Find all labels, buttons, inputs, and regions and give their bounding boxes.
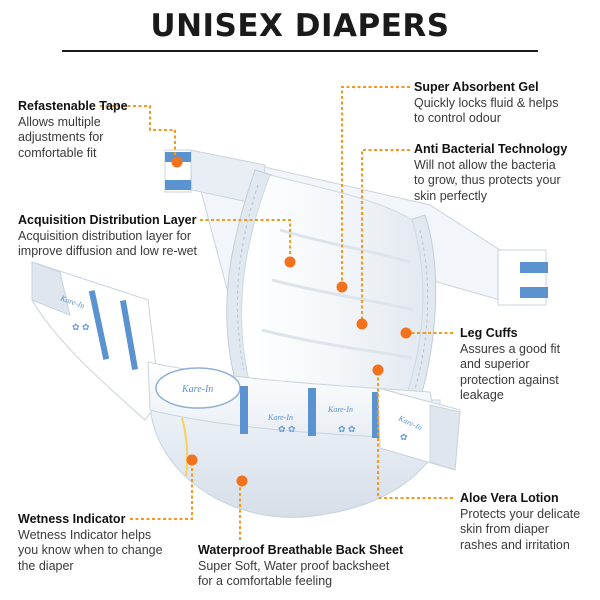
marker-dot bbox=[372, 364, 384, 376]
brand-text-front: Kare-In bbox=[181, 384, 213, 395]
flower-pattern-icon: ✿ bbox=[400, 432, 408, 442]
leader-lines bbox=[100, 86, 453, 540]
right-side-wing bbox=[377, 387, 461, 471]
brand-text-band-2: Kare-In bbox=[267, 413, 293, 422]
callout-description: Protects your delicate skin from diaper … bbox=[460, 506, 581, 552]
callout-acquisition-distribution-layer: Acquisition Distribution Layer Acquisiti… bbox=[18, 213, 197, 260]
marker-dot bbox=[186, 454, 198, 466]
page-title: UNISEX DIAPERS bbox=[150, 8, 450, 44]
title-underline bbox=[62, 50, 538, 52]
callout-heading: Anti Bacterial Technology bbox=[414, 142, 568, 156]
leader-super-absorbent-gel bbox=[341, 86, 410, 287]
callout-heading: Super Absorbent Gel bbox=[414, 80, 539, 94]
flower-pattern-icon: ✿ ✿ bbox=[338, 424, 356, 434]
callout-aloe-vera-lotion: Aloe Vera Lotion Protects your delicate … bbox=[460, 491, 580, 553]
marker-dot bbox=[356, 318, 368, 330]
marker-dot bbox=[171, 156, 183, 168]
callout-description: Super Soft, Water proof backsheet for a … bbox=[198, 558, 390, 589]
left-side-wing bbox=[31, 261, 161, 421]
callout-super-absorbent-gel: Super Absorbent Gel Quickly locks fluid … bbox=[414, 80, 559, 127]
front-waistband bbox=[147, 361, 441, 441]
leader-wetness-indicator bbox=[130, 460, 193, 520]
callout-description: Quickly locks fluid & helps to control o… bbox=[414, 95, 559, 126]
marker-dots bbox=[171, 156, 412, 487]
callout-heading: Aloe Vera Lotion bbox=[460, 491, 559, 505]
callout-waterproof-back-sheet: Waterproof Breathable Back Sheet Super S… bbox=[198, 543, 403, 590]
absorbent-core bbox=[241, 174, 424, 401]
marker-dot bbox=[400, 327, 412, 339]
callout-heading: Refastenable Tape bbox=[18, 99, 128, 113]
leader-aloe-vera-lotion bbox=[377, 370, 453, 499]
callout-anti-bacterial-technology: Anti Bacterial Technology Will not allow… bbox=[414, 142, 567, 204]
flower-pattern-icon: ✿ ✿ bbox=[72, 322, 90, 332]
callout-description: Assures a good fit and superior protecti… bbox=[460, 341, 561, 403]
marker-dot bbox=[236, 475, 248, 487]
callout-description: Acquisition distribution layer for impro… bbox=[18, 228, 198, 259]
flower-pattern-icon: ✿ ✿ bbox=[278, 424, 296, 434]
marker-dot bbox=[336, 281, 348, 293]
leader-acquisition-distribution-layer bbox=[200, 219, 291, 262]
brand-text-band: Kare-In bbox=[327, 405, 353, 414]
callout-heading: Wetness Indicator bbox=[18, 512, 126, 526]
callout-heading: Acquisition Distribution Layer bbox=[18, 213, 197, 227]
right-tape-strip bbox=[497, 249, 548, 306]
callout-wetness-indicator: Wetness Indicator Wetness Indicator help… bbox=[18, 512, 163, 574]
callout-heading: Leg Cuffs bbox=[460, 326, 518, 340]
callout-refastenable-tape: Refastenable Tape Allows multiple adjust… bbox=[18, 99, 128, 161]
leader-refastenable-tape bbox=[100, 105, 176, 160]
callout-leg-cuffs: Leg Cuffs Assures a good fit and superio… bbox=[460, 326, 560, 404]
callout-description: Wetness Indicator helps you know when to… bbox=[18, 527, 163, 573]
wetness-indicator-stripe bbox=[181, 417, 189, 477]
marker-dot bbox=[284, 256, 296, 268]
callout-description: Will not allow the bacteria to grow, thu… bbox=[414, 157, 561, 203]
callout-description: Allows multiple adjustments for comforta… bbox=[18, 114, 104, 160]
callout-heading: Waterproof Breathable Back Sheet bbox=[198, 543, 404, 557]
left-tape-strip bbox=[164, 149, 192, 193]
